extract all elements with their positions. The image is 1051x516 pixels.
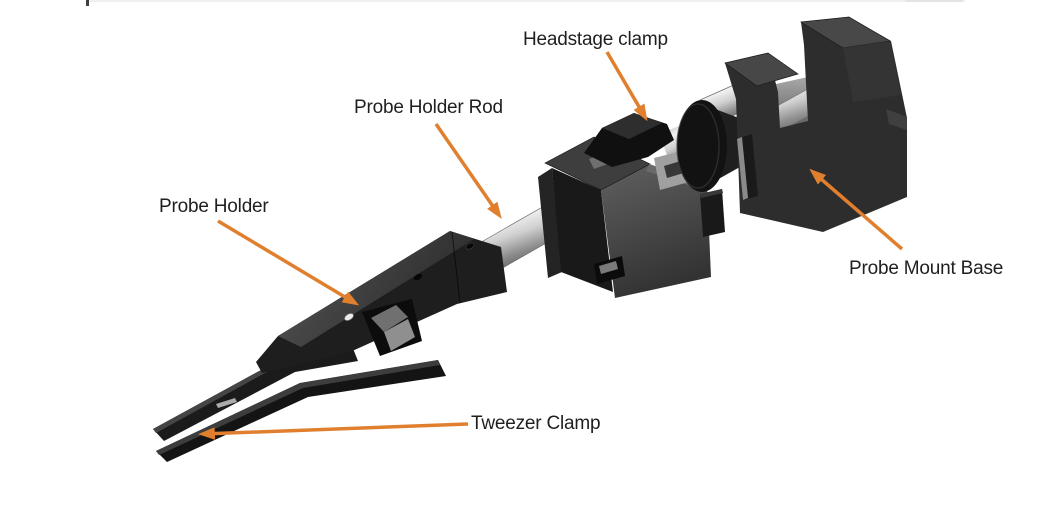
tweezer-clamp-model [153,346,446,462]
top-edge-tick [86,0,89,6]
probe-mount-base-arrow [809,168,904,251]
probe-holder-pin-hole [344,313,354,321]
annotation-arrows [198,51,904,440]
tweezer-lower-arm [156,360,446,462]
rod-collar-model [676,79,758,237]
headstage-clamp-arrow [605,51,648,122]
top-edge-smudge [905,0,963,2]
probe-holder-arrow [217,219,360,306]
tweezer-clamp-label: Tweezer Clamp [471,413,601,434]
top-edge-band [88,0,965,2]
headstage-clamp-label: Headstage clamp [523,29,668,50]
headstage-holder-side-plate [601,164,711,298]
probe-holder-top-face [278,231,474,347]
tweezer-clamp-arrow [198,422,469,440]
probe-holder-screw-hole [413,273,423,281]
probe-holder-rod-arrow [434,123,502,220]
probe-holder-front-face [256,231,507,373]
probe-holder-model [256,231,507,373]
probe-holder-label: Probe Holder [159,196,269,217]
probe-holder-rod-label: Probe Holder Rod [354,97,503,118]
tweezer-upper-arm [153,346,358,441]
probe-mount-base-label: Probe Mount Base [849,258,1004,279]
probe-holder-end-hole [465,242,475,250]
probe-mount-base-model [724,16,907,232]
